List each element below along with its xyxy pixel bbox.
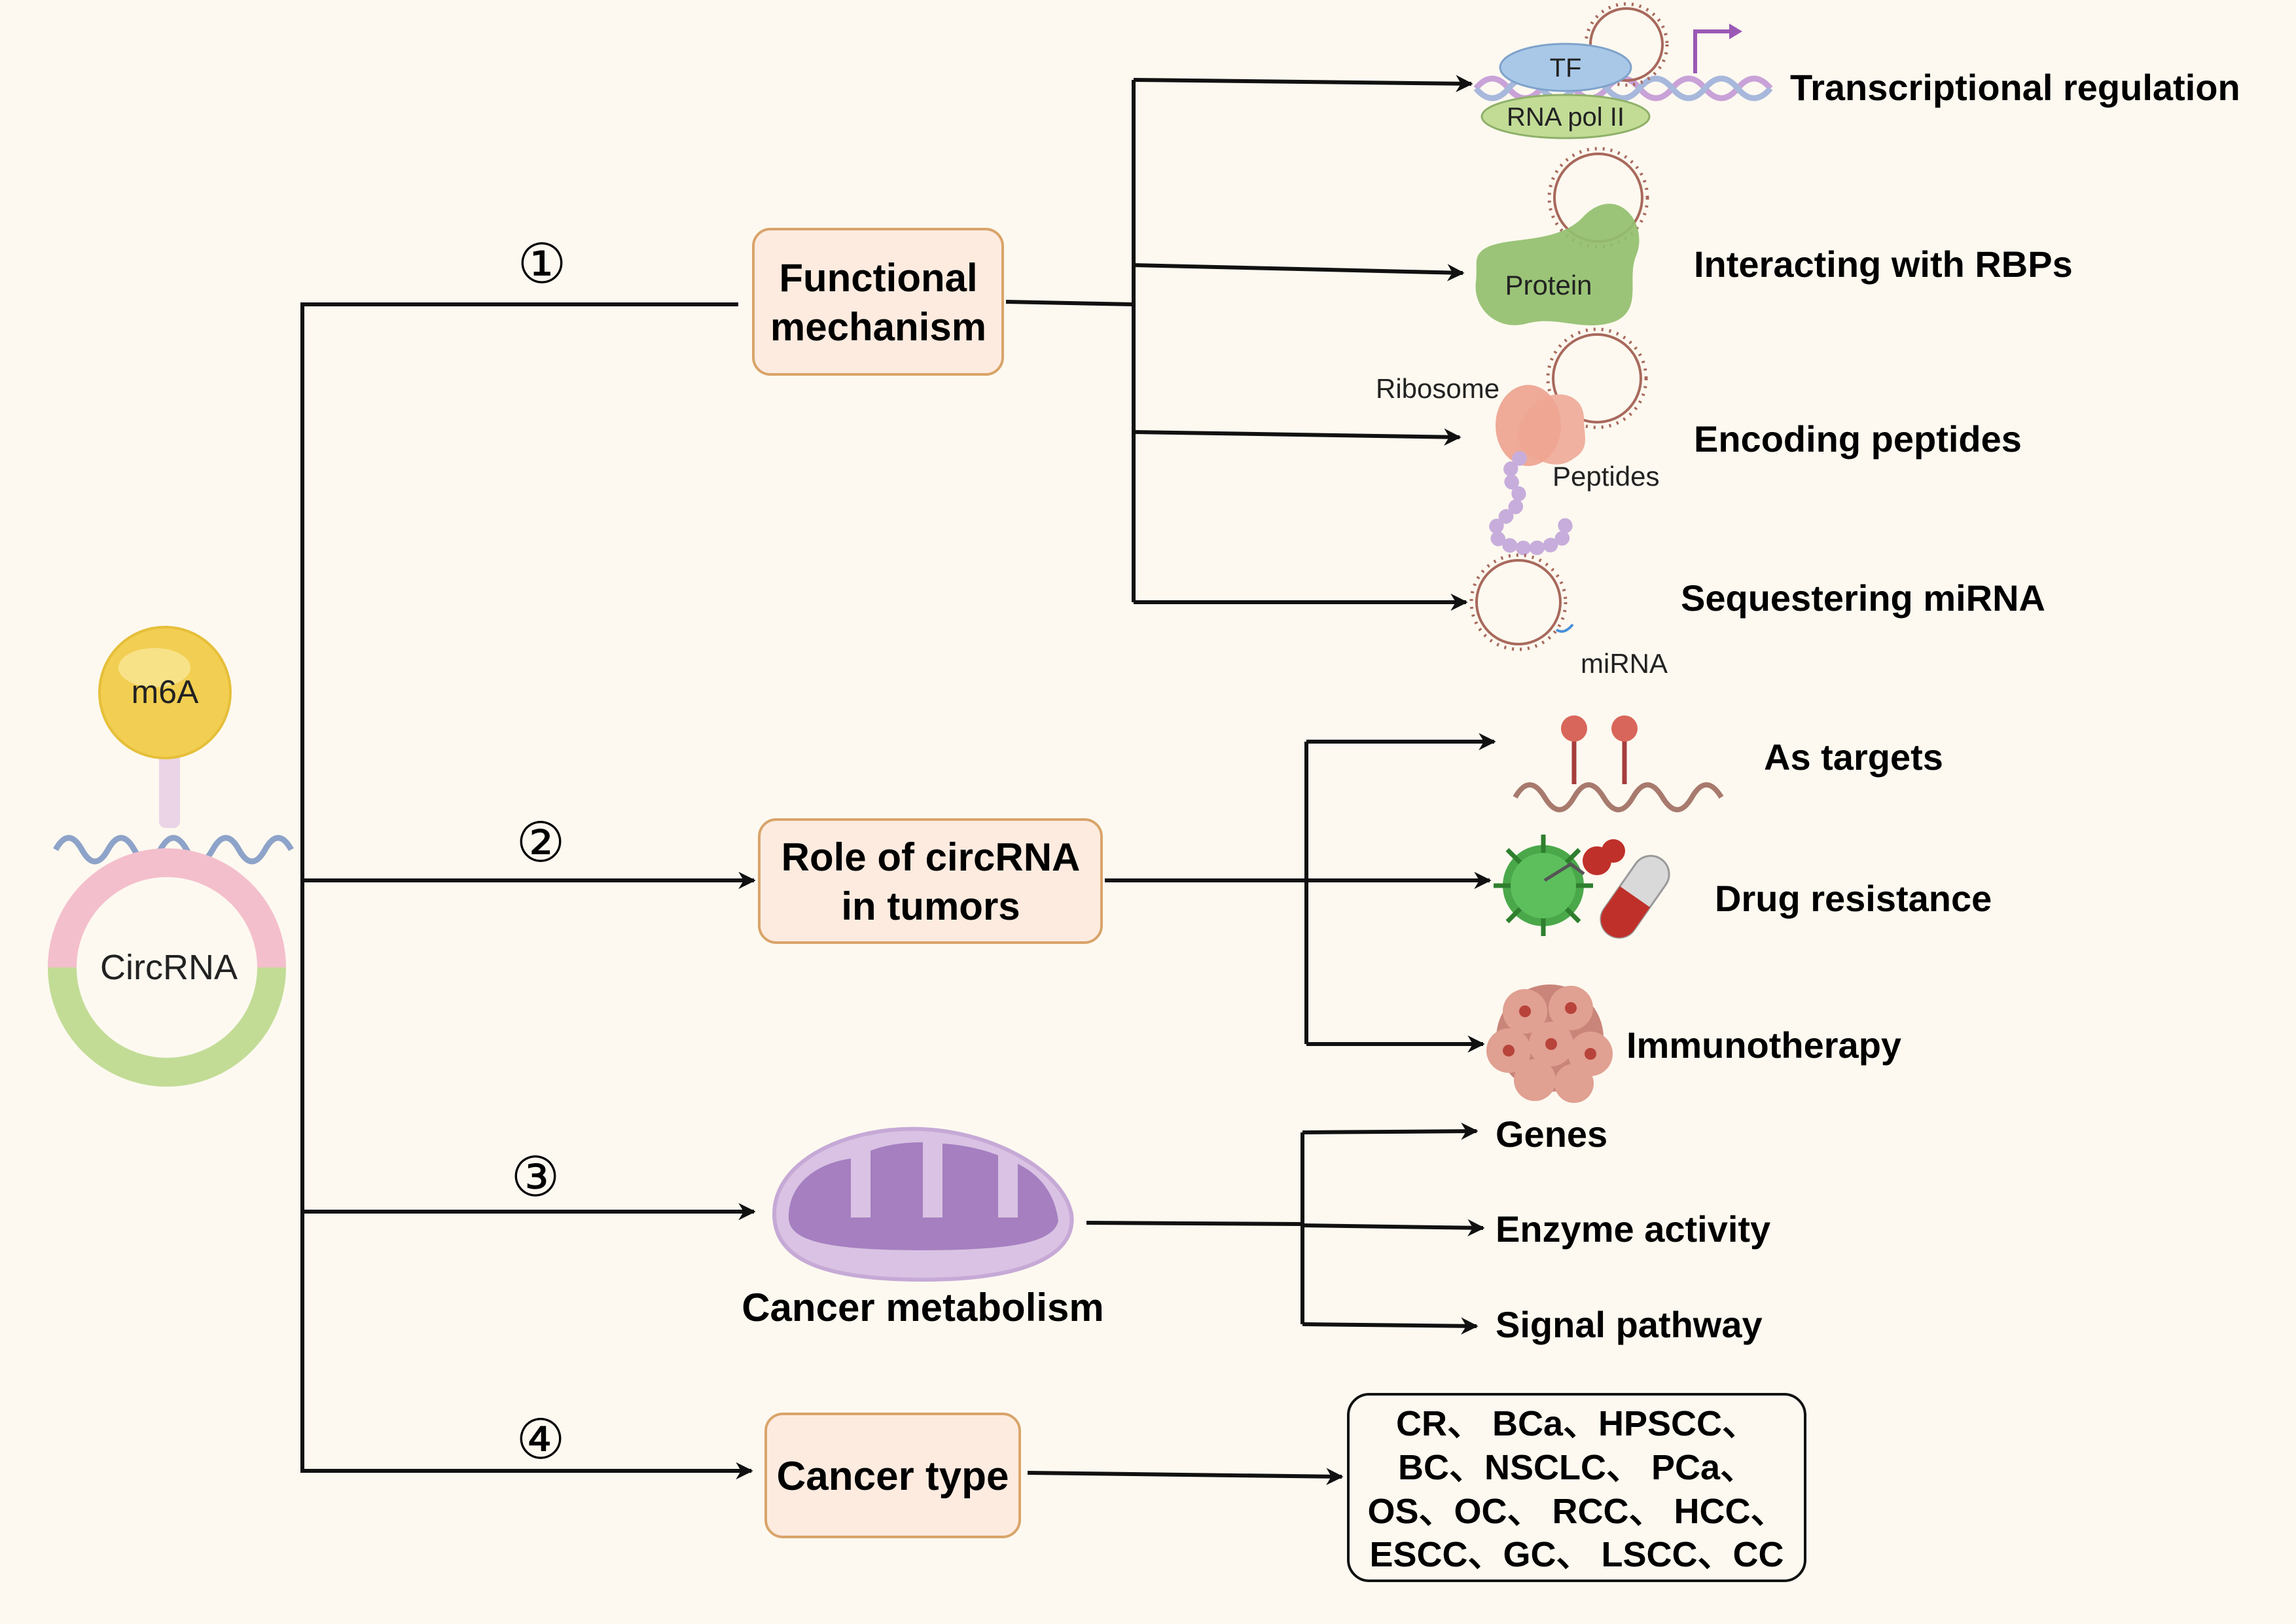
peptides-label: Peptides — [1552, 461, 1659, 492]
number-1: ① — [517, 233, 566, 295]
circrna-molecule: m6A CircRNA — [48, 626, 294, 1087]
mirna-label: miRNA — [1581, 648, 1668, 679]
circrna-ring-small — [1589, 7, 1664, 82]
capsule-icon — [1600, 855, 1670, 939]
arrow-enzyme-activity — [1302, 1219, 1485, 1236]
cancer-list-line-3: OS、OC、 RCC、 HCC、 — [1367, 1492, 1785, 1531]
arrow-cancer-list — [1027, 1468, 1344, 1485]
tss-arrowhead-icon — [1729, 24, 1742, 39]
peptide-chain — [1488, 451, 1573, 556]
m6a-linker — [159, 753, 180, 828]
mitochondrion-icon — [772, 1127, 1074, 1282]
circrna-label: CircRNA — [100, 948, 238, 987]
label-encoding-peptides: Encoding peptides — [1694, 418, 2022, 460]
circrna-ring-bottom — [48, 967, 286, 1087]
transcription-icon: RNA pol II TF — [1473, 2, 1773, 139]
arrow-rbps — [1133, 263, 1465, 281]
arrow-signal-pathway — [1302, 1317, 1479, 1335]
drug-resistance-icon — [1494, 835, 1670, 939]
arrow-peptides — [1133, 428, 1462, 446]
immunotherapy-icon — [1486, 984, 1613, 1103]
label-cancer-type: Cancer type — [777, 1454, 1009, 1499]
label-interacting-rbps: Interacting with RBPs — [1694, 244, 2073, 285]
metabolism-arrows — [1086, 1122, 1485, 1335]
cancer-list-line-2: BC、NSCLC、 PCa、 — [1398, 1448, 1755, 1487]
mitochondrion-cristae — [789, 1142, 1058, 1250]
tf-label: TF — [1550, 54, 1582, 82]
cancer-list-line-1: CR、 BCa、HPSCC、 — [1396, 1404, 1757, 1443]
label-enzyme-activity: Enzyme activity — [1496, 1208, 1770, 1250]
label-genes: Genes — [1496, 1113, 1607, 1155]
trunk-lines — [300, 302, 756, 1480]
label-sequestering-mirna: Sequestering miRNA — [1681, 577, 2045, 619]
label-as-targets: As targets — [1764, 736, 1943, 778]
mirna-icon: miRNA — [1469, 553, 1668, 679]
arrow-genes — [1302, 1122, 1479, 1140]
label-immunotherapy: Immunotherapy — [1626, 1024, 1901, 1066]
label-cancer-metabolism: Cancer metabolism — [742, 1286, 1104, 1329]
label-transcriptional-regulation: Transcriptional regulation — [1790, 67, 2240, 108]
tss-arrow-icon — [1693, 29, 1731, 73]
circrna-ring-top — [48, 848, 286, 967]
number-4: ④ — [516, 1409, 565, 1470]
mirna-strand — [1555, 623, 1574, 633]
functional-mechanism-line-1: Functional — [779, 256, 977, 300]
label-signal-pathway: Signal pathway — [1496, 1304, 1763, 1345]
mechanism-arrows — [1005, 75, 1473, 611]
rna-strand-wave — [53, 835, 294, 865]
rna-pol-ii-shape — [1480, 94, 1651, 139]
trunk-to-branch-4 — [300, 302, 753, 1480]
label-drug-resistance: Drug resistance — [1715, 878, 1992, 919]
protein-blob — [1475, 204, 1640, 326]
arrow-transcriptional — [1133, 75, 1473, 92]
cancer-type-box: Cancer type — [764, 1413, 1021, 1538]
peptide-icon: Ribosome Peptides — [1376, 327, 1659, 556]
rna-pol-ii-label: RNA pol II — [1507, 103, 1624, 132]
m6a-label: m6A — [132, 674, 199, 710]
ribosome-label: Ribosome — [1376, 373, 1499, 404]
cancer-list-line-4: ESCC、GC、 LSCC、CC — [1369, 1535, 1784, 1574]
role-tumors-line-1: Role of circRNA — [781, 835, 1081, 879]
tumor-role-arrows — [1105, 732, 1496, 1053]
ribosome-small-subunit — [1496, 385, 1561, 466]
role-in-tumors-box: Role of circRNA in tumors — [758, 818, 1103, 944]
branch-numbers: ① ② ③ ④ — [511, 233, 566, 1470]
number-3: ③ — [511, 1146, 560, 1208]
m6a-highlight — [118, 648, 190, 687]
targets-icon — [1513, 715, 1724, 812]
cancer-type-list: CR、 BCa、HPSCC、 BC、NSCLC、 PCa、 OS、OC、 RCC… — [1347, 1393, 1806, 1582]
protein-label: Protein — [1505, 270, 1592, 300]
number-2: ② — [516, 812, 565, 873]
functional-mechanism-line-2: mechanism — [770, 305, 986, 349]
functional-mechanism-box: Functional mechanism — [752, 228, 1004, 376]
tf-shape — [1499, 43, 1632, 92]
role-tumors-line-2: in tumors — [841, 884, 1020, 928]
rbp-icon: Protein — [1475, 147, 1649, 326]
